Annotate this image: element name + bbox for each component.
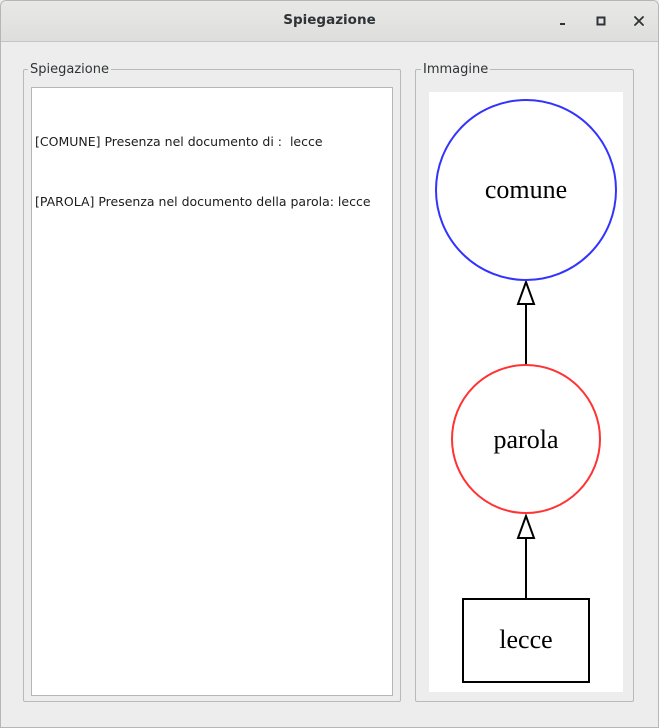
arrowhead-comune	[516, 279, 536, 305]
minimize-button[interactable]	[552, 9, 576, 33]
node-label-comune: comune	[485, 175, 567, 204]
arrowhead-parola	[516, 513, 536, 539]
maximize-icon	[596, 16, 606, 26]
image-group: Immagine	[415, 62, 634, 702]
explanation-line: [PAROLA] Presenza nel documento della pa…	[35, 194, 371, 209]
dependency-graph: comune parola lecce	[435, 99, 617, 683]
node-label-parola: parola	[494, 425, 559, 454]
explanation-text-area[interactable]: [COMUNE] Presenza nel documento di : lec…	[31, 87, 393, 696]
close-button[interactable]	[627, 9, 651, 33]
explanation-line: [COMUNE] Presenza nel documento di : lec…	[35, 134, 323, 149]
explanation-legend: Spiegazione	[28, 62, 111, 78]
graph-image: comune parola lecce	[429, 92, 623, 692]
node-parola	[451, 364, 601, 514]
node-label-lecce: lecce	[499, 625, 552, 654]
window-title: Spiegazione	[283, 12, 376, 28]
node-lecce	[462, 598, 590, 683]
maximize-button[interactable]	[589, 9, 613, 33]
minimize-icon	[560, 23, 565, 25]
title-bar[interactable]: Spiegazione	[1, 1, 658, 42]
node-comune	[435, 99, 617, 281]
image-legend: Immagine	[421, 62, 491, 78]
close-icon	[634, 16, 644, 26]
explanation-group: Spiegazione	[23, 62, 401, 702]
